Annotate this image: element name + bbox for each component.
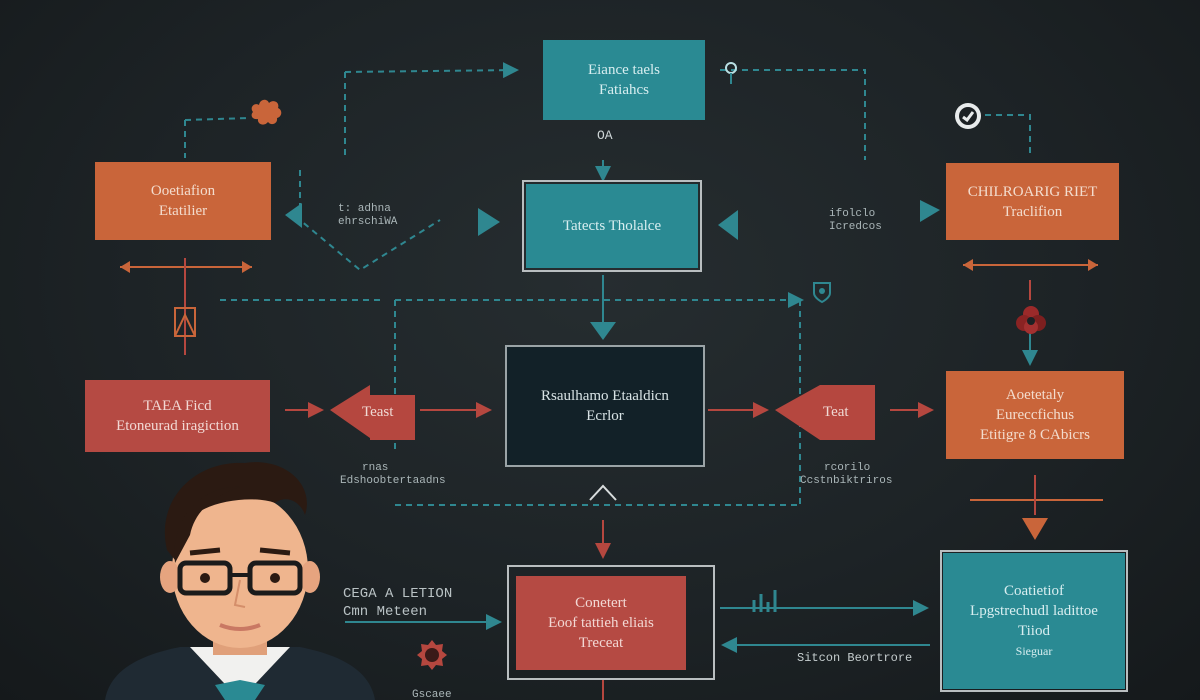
node-core-line1: Rsaulhamo Etaaldicn xyxy=(541,388,669,404)
chevron-center-right xyxy=(718,210,738,240)
vial-icon xyxy=(174,307,196,337)
node-right-mid-line1: Aoetetaly xyxy=(1005,387,1065,403)
orange-drop-arrow xyxy=(1022,518,1048,540)
stamp-icon xyxy=(417,640,447,670)
chart-glyph-icon xyxy=(752,590,777,612)
flower-icon xyxy=(1016,306,1046,334)
connector-left-wedge xyxy=(299,170,441,272)
node-right-mid[interactable]: Aoetetaly Eureccfichus Etitigre 8 CAbicr… xyxy=(946,371,1124,459)
node-bottom-right-line1: Coatietiof xyxy=(1004,583,1064,599)
node-left-top-line2: Etatilier xyxy=(158,203,208,219)
label-top-small: OA xyxy=(597,128,613,143)
label-right-lower: rcorilo Ccstnbiktriros xyxy=(800,462,892,488)
label-left-lower-2: Edshoobtertaadns xyxy=(340,475,446,487)
node-center-frame xyxy=(522,180,702,272)
label-right-upper-1: ifolclo xyxy=(829,208,876,220)
node-bottom-right-frame xyxy=(940,550,1128,692)
label-left-lower-1: rnas xyxy=(362,462,389,474)
node-left-mid[interactable]: TAEA Ficd Etoneurad iragiction xyxy=(85,380,270,452)
label-right-upper-2: Icredcos xyxy=(829,221,882,233)
node-bottom[interactable]: Conetert Eoof tattieh eliais Treceat xyxy=(516,576,686,670)
node-right-mid-line3: Etitigre 8 CAbicrs xyxy=(980,427,1090,443)
node-left-top-line1: Ooetiafion xyxy=(150,183,216,199)
node-core-line2: Ecrlor xyxy=(586,408,624,424)
label-left-upper: t: adhna ehrschiWA xyxy=(338,203,397,229)
label-right-bottom: Sitcon Beortrore xyxy=(797,651,913,665)
label-right-lower-2: Ccstnbiktriros xyxy=(800,475,893,487)
person-illustration xyxy=(105,462,375,700)
label-bottom-edge: Gscaee xyxy=(412,689,452,700)
node-bottom-right[interactable]: Coatietiof Lpgstrechudl ladittoe Tiiod S… xyxy=(943,553,1125,689)
node-right-top[interactable]: CHILROARIG RIET Traclifion xyxy=(946,163,1119,240)
badge-icon[interactable] xyxy=(953,101,983,131)
tag-arrow-right xyxy=(775,385,875,440)
shield-icon xyxy=(813,282,831,304)
label-left-bottom-1: CEGA A LETION xyxy=(343,586,453,602)
node-center[interactable]: Tatects Tholalce xyxy=(526,184,698,268)
node-right-top-line2: Traclifion xyxy=(1002,203,1063,220)
node-bottom-line3: Treceat xyxy=(578,635,624,651)
node-core[interactable]: Rsaulhamo Etaaldicn Ecrlor xyxy=(505,345,705,467)
tag-arrow-left xyxy=(330,385,415,440)
node-center-label: Tatects Tholalce xyxy=(562,218,662,234)
splat-icon xyxy=(251,99,282,125)
node-left-mid-line1: TAEA Ficd xyxy=(143,398,212,414)
label-left-bottom-2: Cmn Meteen xyxy=(343,604,428,620)
node-bottom-line1: Conetert xyxy=(575,595,627,611)
chevron-left-upper xyxy=(285,203,302,228)
label-left-upper-1: t: adhna xyxy=(338,203,391,215)
connector-top-right xyxy=(720,69,866,160)
connector-splat xyxy=(184,117,251,121)
arrowhead-core xyxy=(590,322,616,340)
label-right-lower-1: rcorilo xyxy=(824,462,871,474)
label-right-upper: ifolclo Icredcos xyxy=(829,208,882,234)
connector-top-left xyxy=(344,62,519,79)
node-bottom-line2: Eoof tattieh eliais xyxy=(548,615,654,631)
chevron-center-left xyxy=(478,208,500,236)
label-left-lower: rnas Edshoobtertaadns xyxy=(340,462,446,488)
node-left-mid-line2: Etoneurad iragiction xyxy=(116,418,239,434)
node-bottom-right-line2: Lpgstrechudl ladittoe xyxy=(970,603,1098,619)
connector-badge xyxy=(985,114,1031,158)
node-bottom-frame xyxy=(507,565,715,680)
label-left-upper-2: ehrschiWA xyxy=(338,216,398,228)
chevron-up-core xyxy=(589,484,617,501)
chevron-right-upper xyxy=(920,200,940,222)
tag-right-label: Teat xyxy=(823,404,849,420)
label-left-bottom: CEGA A LETION Cmn Meteen xyxy=(343,585,452,621)
node-bottom-right-line4: Sieguar xyxy=(1015,644,1053,658)
node-top[interactable]: Eiance taels Fatiahcs xyxy=(543,40,705,120)
ring-icon xyxy=(725,62,737,84)
node-top-line2: Fatiahcs xyxy=(599,82,649,98)
node-bottom-right-line3: Tiiod xyxy=(1018,623,1050,639)
node-right-top-line1: CHILROARIG RIET xyxy=(967,183,1098,200)
node-right-mid-line2: Eureccfichus xyxy=(995,407,1075,423)
node-left-top[interactable]: Ooetiafion Etatilier xyxy=(95,162,271,240)
tag-left-label: Teast xyxy=(362,404,394,420)
node-top-line1: Eiance taels xyxy=(587,62,661,78)
